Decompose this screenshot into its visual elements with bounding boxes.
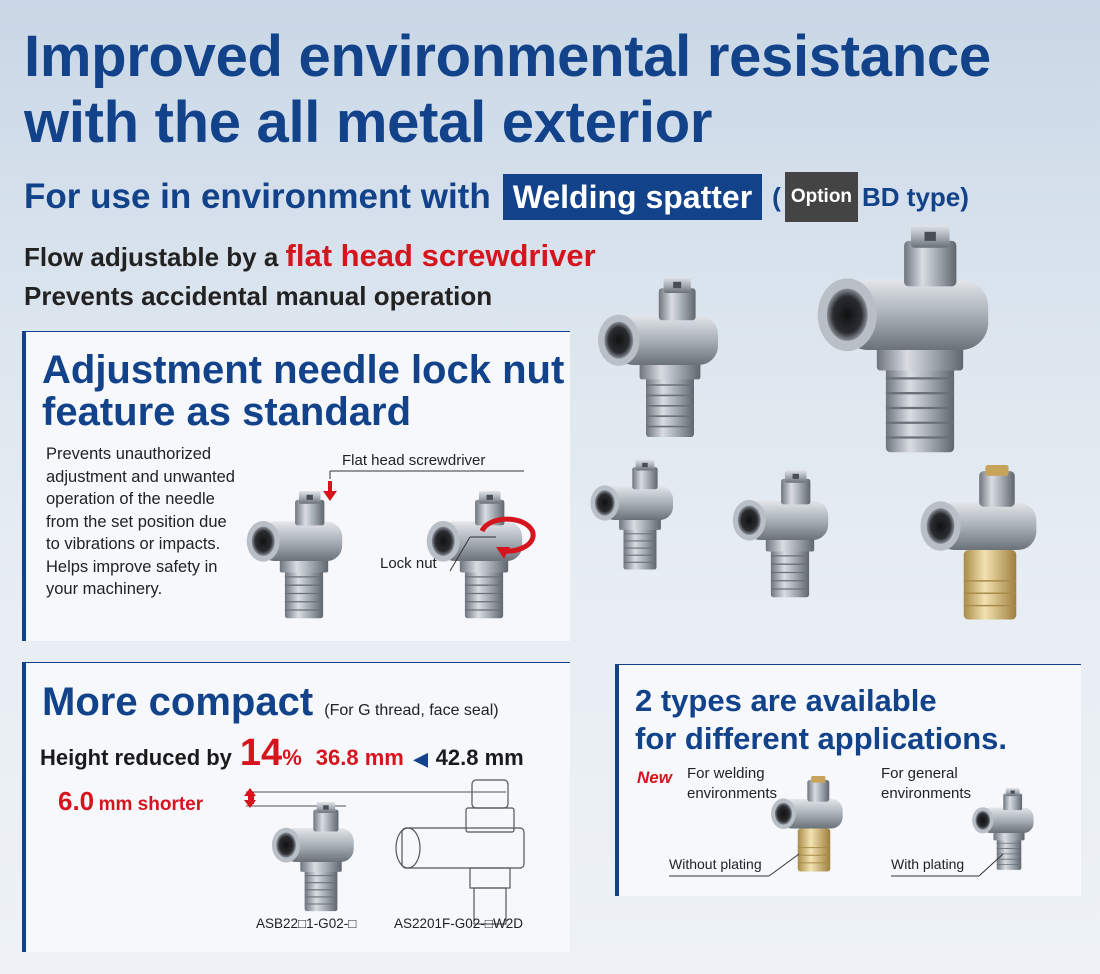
prevents-manual-operation-line: Prevents accidental manual operation — [24, 281, 493, 311]
bd-type-text: BD type) — [862, 182, 969, 212]
height-arrow-icon — [244, 800, 256, 808]
old-model-outline — [395, 779, 525, 925]
more-compact-title: More compact (For G thread, face seal) — [42, 680, 499, 725]
old-height-value: 42.8 mm — [435, 745, 524, 770]
height-prefix: Height reduced by — [40, 745, 232, 770]
subtitle: For use in environment with Welding spat… — [24, 172, 969, 222]
with-plating-label: With plating — [891, 856, 965, 872]
rotation-arrow-icon — [479, 516, 536, 554]
general-label-line-1: For general — [881, 765, 958, 782]
option-open-paren: ( — [772, 182, 781, 212]
welding-environments-label: For welding environments — [687, 764, 777, 804]
fitting-small-2-image — [732, 470, 829, 598]
lock-nut-title: Adjustment needle lock nut feature as st… — [42, 348, 565, 434]
two-types-title-line-2: for different applications. — [635, 721, 1008, 756]
option-group: ( Option BD type) — [772, 172, 969, 222]
general-environments-label: For general environments — [881, 764, 971, 804]
welding-label-line-2: environments — [687, 785, 778, 802]
model-label-new: ASB22□1-G02-□ — [256, 916, 357, 931]
shorter-text: mm shorter — [98, 794, 204, 815]
comparison-arrow-icon: ◀ — [413, 749, 428, 769]
welding-spatter-badge: Welding spatter — [502, 174, 763, 220]
welding-label-line-1: For welding — [687, 765, 765, 782]
flat-head-screwdriver-callout: Flat head screwdriver — [342, 452, 486, 469]
screwdriver-arrow-icon — [323, 491, 337, 501]
subtitle-prefix: For use in environment with — [24, 177, 491, 216]
general-label-line-2: environments — [881, 785, 972, 802]
page-title-line-2: with the all metal exterior — [24, 90, 713, 155]
lock-nut-description: Prevents unauthorized adjustment and unw… — [46, 445, 235, 598]
shorter-line: 6.0 mm shorter — [58, 786, 203, 817]
height-reduction-line: Height reduced by 14 % 36.8 mm ◀ 42.8 mm — [40, 732, 524, 775]
model-label-old: AS2201F-G02-□W2D — [394, 916, 523, 931]
percent-sign: % — [282, 745, 302, 770]
shorter-value: 6.0 — [58, 786, 95, 816]
page-title-line-1: Improved environmental resistance — [24, 24, 991, 89]
g-thread-note: (For G thread, face seal) — [324, 702, 499, 719]
without-plating-label: Without plating — [669, 856, 762, 872]
types-illustration — [669, 776, 1034, 877]
lock-nut-panel: Adjustment needle lock nut feature as st… — [22, 331, 570, 641]
lock-nut-callout: Lock nut — [380, 555, 437, 572]
fitting-medium-image — [597, 276, 719, 438]
compact-comparison-illustration — [244, 779, 525, 925]
two-types-title: 2 types are available for different appl… — [635, 682, 1007, 758]
two-types-panel: 2 types are available for different appl… — [615, 664, 1081, 896]
two-types-title-line-1: 2 types are available — [635, 683, 937, 718]
fitting-brass-image — [919, 465, 1038, 621]
fitting-large-image — [816, 225, 990, 454]
more-compact-panel: More compact (For G thread, face seal) H… — [22, 662, 570, 952]
fitting-small-image — [589, 458, 674, 571]
compact-title-text: More compact — [42, 680, 314, 724]
flow-adjustable-line: Flow adjustable by a flat head screwdriv… — [24, 238, 596, 274]
product-photo-group — [589, 225, 1038, 621]
new-height-value: 36.8 mm — [315, 745, 404, 770]
new-badge: New — [637, 768, 672, 787]
lock-nut-illustration — [246, 470, 536, 619]
option-tag: Option — [784, 172, 859, 222]
flow-prefix: Flow adjustable by a — [24, 242, 279, 272]
percent-value: 14 — [239, 732, 283, 774]
flat-head-screwdriver-highlight: flat head screwdriver — [285, 238, 596, 273]
